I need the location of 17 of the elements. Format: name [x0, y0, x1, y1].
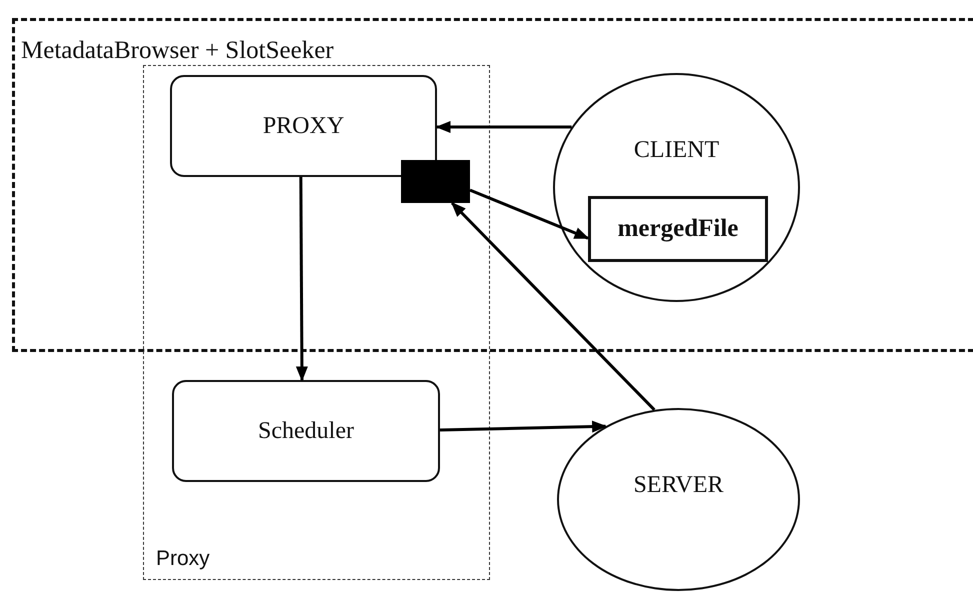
arrow [440, 420, 608, 433]
data-box [588, 196, 768, 262]
region-label: Proxy [156, 547, 210, 571]
node-label: mergedFile [618, 215, 738, 243]
process-box [172, 380, 440, 482]
filled-block [401, 160, 470, 203]
actor-circle [553, 73, 800, 302]
arrow [469, 188, 590, 240]
node-label: CLIENT [634, 137, 720, 164]
node-label: SERVER [633, 472, 724, 499]
node-label: PROXY [262, 112, 344, 140]
arrow [450, 202, 656, 411]
region-label: MetadataBrowser + SlotSeeker [21, 37, 334, 65]
arrow [296, 177, 308, 382]
actor-circle [557, 408, 800, 591]
arrow [436, 121, 572, 134]
node-label: Scheduler [258, 418, 354, 444]
